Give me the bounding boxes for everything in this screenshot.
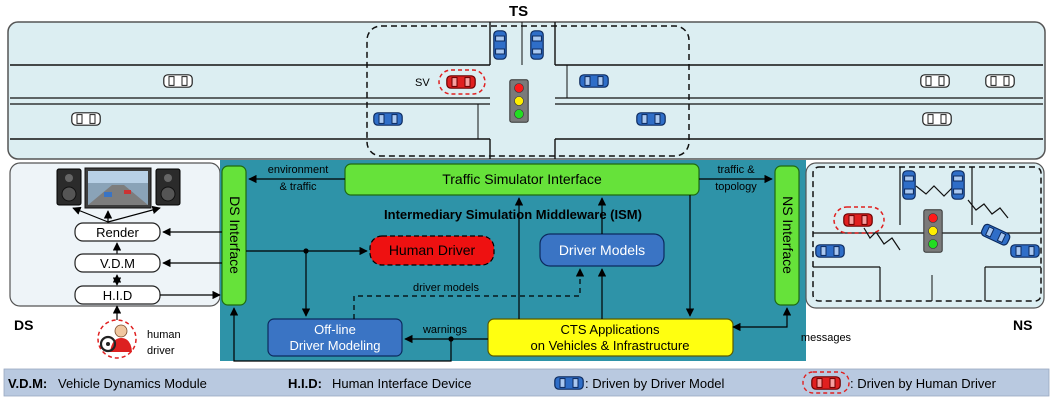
- traffic-simulator-interface-label: Traffic Simulator Interface: [442, 171, 602, 187]
- ns-section-label: NS: [1013, 317, 1032, 333]
- traffic-simulator-panel: SV: [7, 21, 1046, 160]
- driving-simulator-panel: Render V.D.M H.I.D: [9, 162, 221, 320]
- legend-human-highlight: [802, 371, 850, 394]
- car-icon: [554, 376, 584, 390]
- offline-label-line2: Driver Modeling: [289, 338, 380, 353]
- ds-interface-box: [221, 165, 247, 306]
- car-icon: [636, 112, 666, 126]
- vdm-box: [74, 253, 161, 273]
- warnings-label: warnings: [422, 324, 468, 336]
- legend-vdm-text: Vehicle Dynamics Module: [58, 376, 207, 391]
- human-label-line1: human: [147, 329, 181, 341]
- car-icon: [985, 74, 1015, 88]
- monitor-icon: [84, 167, 152, 209]
- car-icon: [951, 170, 965, 200]
- legend-hid-abbr: H.I.D:: [288, 376, 322, 391]
- sv-label: SV: [415, 77, 430, 89]
- car-icon: [163, 74, 193, 88]
- human-driver-icon: [97, 319, 137, 359]
- render-box: [74, 222, 161, 242]
- offline-driver-modeling-box: [267, 318, 403, 357]
- car-icon: [902, 170, 916, 200]
- messages-label: messages: [801, 332, 852, 344]
- steering-wheel-icon: [99, 335, 117, 353]
- ns-interface-label: NS Interface: [780, 196, 796, 274]
- human-driver-box: [369, 235, 495, 266]
- traffic-label-line2: topology: [715, 181, 757, 193]
- vdm-label: V.D.M: [100, 256, 135, 271]
- cts-applications-box: [487, 318, 734, 357]
- hid-label: H.I.D: [103, 288, 133, 303]
- driver-models-link-label: driver models: [413, 282, 480, 294]
- car-icon: [922, 112, 952, 126]
- human-label-line2: driver: [147, 345, 175, 357]
- ism-connectors: [160, 174, 792, 362]
- speaker-icon: [56, 168, 82, 206]
- car-icon: [1010, 244, 1040, 258]
- car-icon: [493, 30, 507, 60]
- ns-interface-box: [774, 165, 800, 306]
- environment-label-line2: & traffic: [279, 181, 317, 193]
- car-icon: [446, 75, 476, 89]
- car-icon: [373, 112, 403, 126]
- legend-hid-text: Human Interface Device: [332, 376, 471, 391]
- traffic-light-icon: [509, 79, 529, 123]
- car-icon: [530, 30, 544, 60]
- ds-section-label: DS: [14, 317, 33, 333]
- network-simulator-panel: [805, 162, 1045, 309]
- car-icon: [920, 74, 950, 88]
- legend: V.D.M: Vehicle Dynamics Module H.I.D: Hu…: [3, 368, 1050, 397]
- ns-intersection-zone: [812, 166, 1042, 302]
- legend-human-text: : Driven by Human Driver: [850, 376, 997, 391]
- offline-label-line1: Off-line: [314, 322, 356, 337]
- cts-label-line2: on Vehicles & Infrastructure: [531, 338, 690, 353]
- traffic-label-line1: traffic &: [717, 164, 755, 176]
- environment-label-line1: environment: [268, 164, 329, 176]
- car-icon: [843, 213, 873, 227]
- ts-section-label: TS: [509, 3, 528, 20]
- ism-title: Intermediary Simulation Middleware (ISM): [384, 207, 642, 222]
- driver-models-label: Driver Models: [559, 242, 645, 258]
- ns-sv-highlight: [833, 206, 885, 234]
- human-driver-label: Human Driver: [389, 242, 476, 258]
- car-icon: [579, 74, 609, 88]
- legend-bar: [3, 368, 1050, 397]
- car-icon: [811, 376, 841, 390]
- render-label: Render: [96, 225, 139, 240]
- cts-label-line1: CTS Applications: [561, 322, 660, 337]
- car-icon: [815, 244, 845, 258]
- sv-highlight: [438, 69, 486, 95]
- speaker-icon: [155, 168, 181, 206]
- legend-vdm-abbr: V.D.M:: [8, 376, 47, 391]
- ds-interface-label: DS Interface: [227, 196, 243, 274]
- car-icon: [71, 112, 101, 126]
- legend-model-text: : Driven by Driver Model: [585, 376, 725, 391]
- traffic-light-icon: [923, 209, 943, 253]
